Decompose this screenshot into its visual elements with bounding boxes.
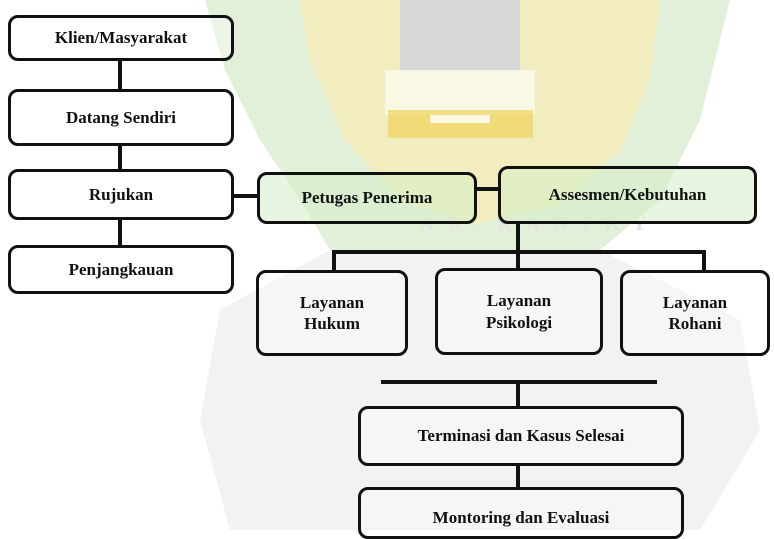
connector-rujukan-petugas bbox=[232, 194, 259, 198]
node-label: Petugas Penerima bbox=[301, 188, 433, 208]
node-rujukan: Rujukan bbox=[8, 169, 234, 220]
connector-petugas-assesmen bbox=[475, 187, 500, 191]
connector-rujukan-penjangkauan bbox=[118, 219, 122, 245]
bracket-layanan-right bbox=[702, 250, 706, 270]
node-label-line2: Psikologi bbox=[485, 312, 553, 332]
node-assesmen-kebutuhan: Assesmen/Kebutuhan bbox=[498, 166, 757, 224]
watermark-arabic-text: جامعةالرانري bbox=[443, 140, 587, 170]
node-klien-masyarakat: Klien/Masyarakat bbox=[8, 15, 234, 61]
node-layanan-psikologi: Layanan Psikologi bbox=[435, 268, 603, 355]
connector-assesmen-bracket bbox=[516, 224, 520, 252]
node-label: Montoring dan Evaluasi bbox=[432, 508, 610, 527]
node-label-line1: Layanan bbox=[299, 292, 365, 312]
node-label-line1: Layanan bbox=[486, 291, 552, 311]
node-monitoring-evaluasi: Montoring dan Evaluasi bbox=[358, 487, 684, 539]
connector-bar-terminasi bbox=[516, 383, 520, 406]
bracket-layanan-mid bbox=[516, 250, 520, 268]
bracket-layanan-left bbox=[332, 250, 336, 270]
node-label: Datang Sendiri bbox=[65, 107, 177, 127]
node-label-line2: Hukum bbox=[304, 314, 360, 333]
node-penjangkauan: Penjangkauan bbox=[8, 245, 234, 294]
node-layanan-rohani: Layanan Rohani bbox=[620, 270, 770, 356]
node-datang-sendiri: Datang Sendiri bbox=[8, 89, 234, 146]
connector-datang-rujukan bbox=[118, 145, 122, 171]
node-label: Assesmen/Kebutuhan bbox=[548, 185, 707, 205]
node-layanan-hukum: Layanan Hukum bbox=[256, 270, 408, 356]
bar-bottom bbox=[381, 380, 657, 384]
node-label: Rujukan bbox=[88, 184, 154, 204]
node-terminasi: Terminasi dan Kasus Selesai bbox=[358, 406, 684, 466]
node-label: Terminasi dan Kasus Selesai bbox=[417, 426, 625, 446]
node-petugas-penerima: Petugas Penerima bbox=[257, 172, 477, 224]
node-label: Penjangkauan bbox=[68, 259, 174, 279]
node-label-line2: Rohani bbox=[668, 314, 722, 333]
connector-klien-datang bbox=[118, 60, 122, 89]
node-label-line1: Layanan bbox=[662, 292, 728, 312]
connector-terminasi-monitoring bbox=[516, 466, 520, 487]
node-label: Klien/Masyarakat bbox=[54, 28, 188, 48]
